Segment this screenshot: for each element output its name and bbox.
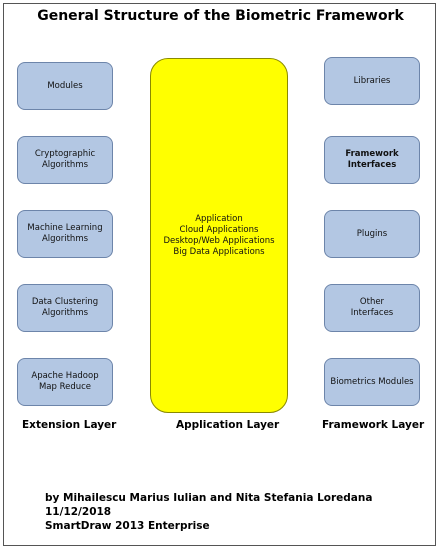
footer-date: 11/12/2018 bbox=[45, 506, 112, 518]
extension-layer-label: Extension Layer bbox=[22, 419, 117, 431]
framework-item-libraries: Libraries bbox=[324, 57, 420, 105]
extension-item-data-clustering-algorithms: Data Clustering Algorithms bbox=[17, 284, 113, 332]
extension-item-modules: Modules bbox=[17, 62, 113, 110]
extension-item-apache-hadoop-map-reduce: Apache Hadoop Map Reduce bbox=[17, 358, 113, 406]
footer-authors: by Mihailescu Marius Iulian and Nita Ste… bbox=[45, 492, 373, 504]
application-layer-block: Application Cloud Applications Desktop/W… bbox=[150, 58, 288, 413]
diagram-title: General Structure of the Biometric Frame… bbox=[37, 8, 404, 24]
extension-item-cryptographic-algorithms: Cryptographic Algorithms bbox=[17, 136, 113, 184]
framework-layer-label: Framework Layer bbox=[322, 419, 425, 431]
framework-item-biometrics-modules: Biometrics Modules bbox=[324, 358, 420, 406]
extension-item-machine-learning-algorithms: Machine Learning Algorithms bbox=[17, 210, 113, 258]
framework-item-other-interfaces: Other Interfaces bbox=[324, 284, 420, 332]
footer-credits: by Mihailescu Marius Iulian and Nita Ste… bbox=[45, 491, 372, 533]
application-layer-label: Application Layer bbox=[176, 419, 280, 431]
framework-item-plugins: Plugins bbox=[324, 210, 420, 258]
footer-tool: SmartDraw 2013 Enterprise bbox=[45, 520, 210, 532]
framework-item-framework-interfaces: Framework Interfaces bbox=[324, 136, 420, 184]
